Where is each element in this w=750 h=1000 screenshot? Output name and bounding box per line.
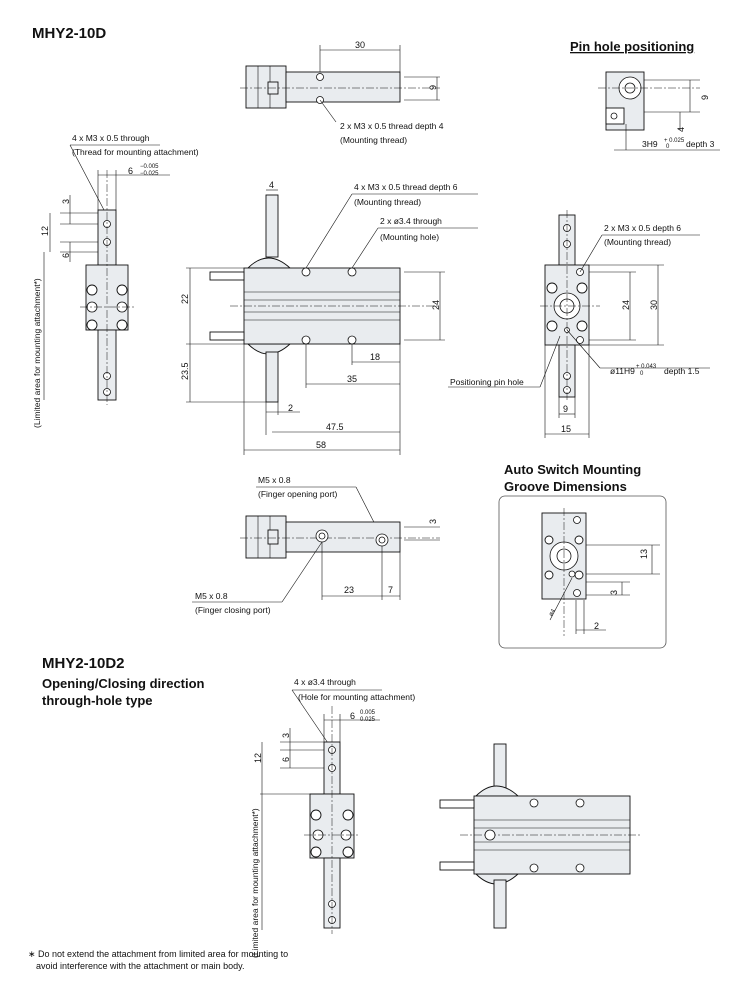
model-title-d: MHY2-10D (32, 25, 106, 42)
dim-side-9: 9 (563, 404, 568, 414)
top-view-body (285, 71, 401, 103)
callout-bore-tol-upper: + 0.043 (636, 364, 657, 370)
dim-front-35: 35 (347, 374, 357, 384)
d2-port-top (439, 799, 475, 809)
callout-pin-fit-tol-lower: 0 (666, 144, 670, 150)
callout-port-open-note: (Finger opening port) (258, 489, 338, 499)
callout-d2-hole: 4 x ø3.4 through (294, 677, 356, 687)
d2-port-bottom (439, 861, 475, 871)
callout-front-hole-note: (Mounting hole) (380, 232, 439, 242)
footnote-line1: ∗ Do not extend the attachment from limi… (28, 949, 288, 959)
callout-front-thread-note: (Mounting thread) (354, 197, 421, 207)
left-attachment-view: 4 x M3 x 0.5 through (Thread for mountin… (32, 133, 199, 428)
callout-m3-through-note: (Thread for mounting attachment) (72, 147, 199, 157)
pin-hole-title: Pin hole positioning (570, 39, 694, 54)
top-view-end-cap (245, 65, 287, 109)
callout-port-close-note: (Finger closing port) (195, 605, 271, 615)
dim-d2-3: 3 (281, 733, 291, 738)
callout-front-thread: 4 x M3 x 0.5 thread depth 6 (354, 182, 458, 192)
callout-top-thread-note: (Mounting thread) (340, 135, 407, 145)
d2-front-finger-bottom (493, 879, 507, 929)
front-finger-top (265, 194, 279, 258)
callout-top-thread: 2 x M3 x 0.5 thread depth 4 (340, 121, 444, 131)
dim-as-3: 3 (609, 590, 619, 595)
d2-attachment-view: 4 x ø3.4 through (Hole for mounting atta… (250, 677, 415, 958)
dim-left-12: 12 (40, 226, 50, 236)
dim-front-47-5: 47.5 (326, 422, 344, 432)
dim-side-24: 24 (621, 300, 631, 310)
dim-top-30: 30 (355, 40, 365, 50)
front-port-top (209, 271, 245, 281)
side-view: 2 x M3 x 0.5 depth 6 (Mounting thread) 2… (448, 210, 710, 438)
dim-front-2: 2 (288, 403, 293, 413)
tol-b-lower: 0.025 (360, 717, 376, 723)
callout-bore: ø11H9 (610, 366, 635, 376)
dim-d2-6: 6 (350, 711, 355, 721)
auto-switch-section: Auto Switch Mounting Groove Dimensions 1… (498, 462, 667, 649)
top-thread-hole (316, 73, 324, 81)
dim-as-13: 13 (639, 549, 649, 559)
port-view: M5 x 0.8 (Finger opening port) 3 23 7 M5… (192, 475, 440, 615)
d2-limited-area-label: (Limited area for mounting attachment*) (250, 808, 260, 958)
dim-port-7: 7 (388, 585, 393, 595)
callout-pin-fit-depth: depth 3 (686, 139, 715, 149)
dim-side-30: 30 (649, 300, 659, 310)
dim-front-58: 58 (316, 440, 326, 450)
tol-a-lower: −0.025 (140, 171, 159, 177)
switch-groove (568, 570, 576, 578)
model-title-d2: MHY2-10D2 (42, 655, 125, 672)
port-view-end-cap (245, 515, 287, 559)
dim-as-angle: ø4 (548, 608, 557, 618)
dim-pin-9: 9 (700, 95, 710, 100)
dim-pin-4: 4 (676, 127, 686, 132)
dim-front-23-5: 23.5 (180, 362, 190, 380)
dim-front-18: 18 (370, 352, 380, 362)
d2-desc-line1: Opening/Closing direction (42, 676, 205, 691)
front-view: 4 x M3 x 0.5 thread depth 6 (Mounting th… (180, 180, 478, 455)
dim-front-22: 22 (180, 294, 190, 304)
limited-area-label: (Limited area for mounting attachment*) (32, 278, 42, 428)
dim-as-2: 2 (594, 621, 599, 631)
dim-d2-6b: 6 (281, 757, 291, 762)
callout-side-thread-note: (Mounting thread) (604, 237, 671, 247)
callout-side-thread: 2 x M3 x 0.5 depth 6 (604, 223, 681, 233)
auto-switch-title-1: Auto Switch Mounting (504, 462, 641, 477)
pin-hole-view: 9 4 3H9 + 0.025 0 depth 3 (598, 71, 720, 151)
dim-left-6: 6 (61, 253, 71, 258)
callout-port-close: M5 x 0.8 (195, 591, 228, 601)
callout-d2-hole-note: (Hole for mounting attachment) (298, 692, 415, 702)
dim-front-24: 24 (431, 300, 441, 310)
tol-b-upper: 0.005 (360, 710, 376, 716)
callout-front-hole: 2 x ø3.4 through (380, 216, 442, 226)
callout-m3-through: 4 x M3 x 0.5 through (72, 133, 150, 143)
dim-side-15: 15 (561, 424, 571, 434)
dim-left-3: 3 (61, 199, 71, 204)
callout-bore-tol-lower: 0 (640, 371, 644, 377)
dim-finger-6: 6 (128, 166, 133, 176)
d2-desc-line2: through-hole type (42, 693, 153, 708)
callout-positioning-pin: Positioning pin hole (450, 377, 524, 387)
callout-port-open: M5 x 0.8 (258, 475, 291, 485)
auto-switch-title-2: Groove Dimensions (504, 479, 627, 494)
dim-port-3: 3 (428, 519, 438, 524)
callout-pin-fit: 3H9 (642, 139, 658, 149)
tol-a-upper: −0.005 (140, 164, 159, 170)
front-port-bottom (209, 331, 245, 341)
callout-bore-depth: depth 1.5 (664, 366, 700, 376)
dim-front-4: 4 (269, 180, 274, 190)
top-view: 30 9 2 x M3 x 0.5 thread depth 4 (Mounti… (240, 40, 444, 145)
dim-top-9: 9 (428, 85, 438, 90)
dim-port-23: 23 (344, 585, 354, 595)
footnote-line2: avoid interference with the attachment o… (36, 961, 244, 971)
front-finger-bottom (265, 351, 279, 403)
dim-d2-12: 12 (253, 753, 263, 763)
callout-pin-fit-tol-upper: + 0.025 (664, 138, 685, 144)
d2-front-view (439, 743, 640, 929)
